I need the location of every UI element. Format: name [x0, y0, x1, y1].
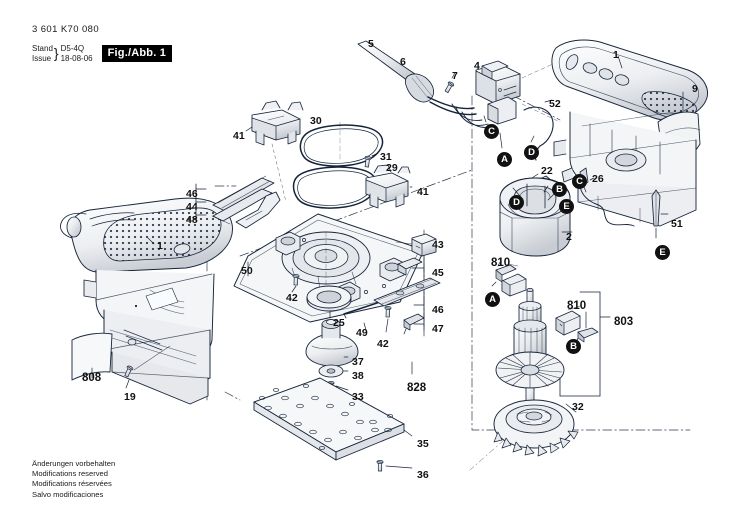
letter-marker: A	[497, 152, 512, 167]
callout-number: 19	[124, 391, 136, 403]
footer-line-fr: Modifications réservées	[32, 479, 112, 489]
callout-number: 42	[286, 292, 298, 304]
callout-number: 50	[241, 265, 253, 277]
callout-number: 46	[186, 188, 198, 200]
callout-number: 45	[432, 267, 444, 279]
issue-label: Issue	[32, 53, 52, 63]
revision-labels: Stand Issue	[32, 44, 53, 63]
callout-number: 38	[352, 370, 364, 382]
callout-number: 52	[549, 98, 561, 110]
callout-number: 6	[400, 56, 406, 68]
callout-number: 803	[614, 316, 634, 328]
callout-number: 5	[368, 38, 374, 50]
callout-number: 1	[613, 49, 619, 61]
letter-marker: E	[559, 199, 574, 214]
callout-number: 51	[671, 218, 683, 230]
callout-number: 30	[310, 115, 322, 127]
callout-number: 42	[377, 338, 389, 350]
sheet-footer: Änderungen vorbehalten Modifications res…	[32, 459, 115, 500]
letter-marker: D	[524, 145, 539, 160]
stand-label: Stand	[32, 44, 53, 53]
callout-number: 2	[566, 231, 572, 243]
footer-line-es: Salvo modificaciones	[32, 489, 104, 499]
letter-marker: A	[485, 292, 500, 307]
callout-number: 9	[692, 83, 698, 95]
letter-marker: E	[655, 245, 670, 260]
callout-number: 810	[491, 257, 511, 269]
callout-number: 1	[157, 240, 163, 252]
callout-number: 22	[541, 165, 553, 177]
callout-number: 25	[333, 317, 345, 329]
callout-number: 44	[186, 201, 198, 213]
stand-value: D5-4Q	[60, 44, 85, 53]
revision-block: Stand Issue } D5-4Q 18-08-06 Fig./Abb. 1	[32, 44, 173, 63]
callout-number: 4	[474, 60, 480, 72]
letter-marker: C	[572, 174, 587, 189]
letter-marker: B	[566, 339, 581, 354]
brace-glyph: }	[53, 45, 59, 61]
callout-number: 41	[417, 186, 429, 198]
callout-number: 48	[186, 214, 198, 226]
callout-number: 810	[567, 300, 587, 312]
footer-line-de: Änderungen vorbehalten	[32, 459, 116, 468]
callout-number: 47	[432, 323, 444, 335]
callout-number: 26	[592, 173, 604, 185]
callout-number: 29	[386, 162, 398, 174]
issue-value: 18-08-06	[60, 53, 93, 63]
callout-number: 43	[432, 239, 444, 251]
callout-number: 41	[233, 130, 245, 142]
callout-number: 33	[352, 391, 364, 403]
callout-number: 32	[572, 401, 584, 413]
revision-values: D5-4Q 18-08-06	[61, 44, 93, 63]
callout-number: 46	[432, 304, 444, 316]
callout-number: 31	[380, 151, 392, 163]
callout-number: 36	[417, 469, 429, 481]
figure-badge: Fig./Abb. 1	[101, 45, 173, 62]
callout-number: 7	[452, 70, 458, 82]
footer-line-en: Modifications reserved	[32, 469, 108, 479]
callout-number: 49	[356, 327, 368, 339]
callout-number: 35	[417, 438, 429, 450]
letter-marker: D	[509, 195, 524, 210]
letter-marker: C	[484, 124, 499, 139]
part-number: 3 601 K70 080	[32, 24, 100, 35]
callout-number: 37	[352, 356, 364, 368]
sheet-header: 3 601 K70 080 Stand Issue } D5-4Q 18-08-…	[32, 24, 173, 63]
callout-number: 828	[407, 382, 427, 394]
callout-number: 808	[82, 372, 102, 384]
letter-marker: B	[552, 182, 567, 197]
